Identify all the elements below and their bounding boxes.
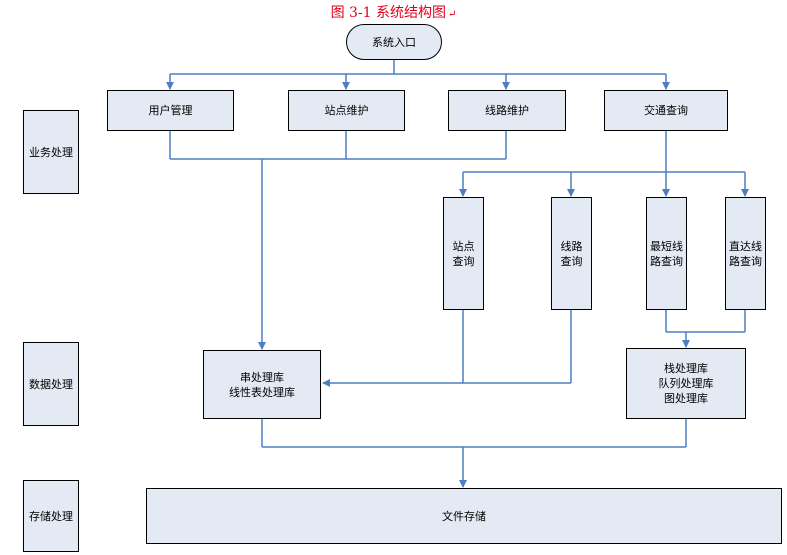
string-library-label: 串处理库	[240, 370, 284, 384]
layer-data: 数据处理	[23, 342, 79, 426]
right-library-node: 栈处理库 队列处理库 图处理库	[626, 348, 746, 419]
layer-business: 业务处理	[23, 110, 79, 194]
direct-route-query-node: 直达线路查询	[725, 197, 766, 310]
layer-business-label: 业务处理	[29, 145, 73, 159]
figure-title-text: 图 3-1 系统结构图	[330, 5, 447, 21]
station-query-node: 站点查询	[443, 197, 484, 310]
user-management-node: 用户管理	[107, 90, 234, 131]
graph-library-label: 图处理库	[664, 392, 708, 405]
traffic-query-node: 交通查询	[604, 90, 728, 131]
file-storage-node: 文件存储	[146, 488, 782, 544]
station-maintenance-label: 站点维护	[324, 104, 369, 117]
layer-storage-label: 存储处理	[29, 509, 73, 523]
route-maintenance-label: 线路维护	[485, 104, 529, 117]
user-management-label: 用户管理	[148, 104, 193, 117]
traffic-query-label: 交通查询	[644, 104, 688, 117]
route-query-node: 线路查询	[551, 197, 592, 310]
figure-title: 图 3-1 系统结构图↵	[0, 2, 787, 22]
station-query-label: 站点查询	[452, 239, 475, 268]
shortest-route-query-node: 最短线路查询	[646, 197, 687, 310]
entry-node: 系统入口	[346, 24, 442, 60]
paragraph-mark: ↵	[448, 9, 457, 20]
route-query-label: 线路查询	[560, 239, 583, 268]
route-maintenance-node: 线路维护	[448, 90, 566, 131]
entry-label: 系统入口	[372, 35, 416, 49]
direct-route-query-label: 直达线路查询	[729, 239, 762, 268]
shortest-route-query-label: 最短线路查询	[650, 239, 683, 268]
station-maintenance-node: 站点维护	[288, 90, 405, 131]
queue-library-label: 队列处理库	[658, 377, 714, 390]
left-library-node: 串处理库 线性表处理库	[203, 350, 321, 419]
layer-data-label: 数据处理	[29, 377, 73, 391]
linear-list-library-label: 线性表处理库	[229, 385, 295, 399]
file-storage-label: 文件存储	[442, 509, 486, 523]
stack-library-label: 栈处理库	[664, 362, 708, 375]
layer-storage: 存储处理	[23, 480, 79, 552]
